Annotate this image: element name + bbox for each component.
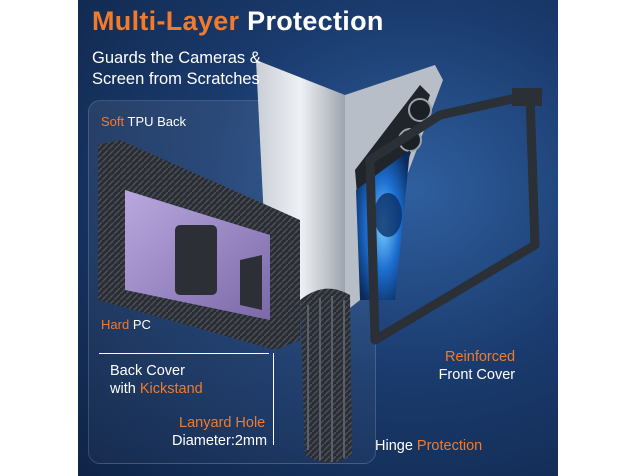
hinge-cover-illustration bbox=[300, 288, 352, 463]
headline-accent: Multi-Layer bbox=[92, 6, 240, 36]
subtitle-line1: Guards the Cameras & bbox=[92, 49, 261, 67]
label-lanyard-accent: Lanyard Hole bbox=[179, 415, 266, 431]
label-soft-accent: Soft bbox=[101, 114, 125, 129]
label-front-cover: Reinforced Front Cover bbox=[439, 348, 516, 384]
label-hard-accent: Hard bbox=[101, 317, 130, 332]
headline-rest: Protection bbox=[247, 6, 384, 36]
label-lanyard-hole: Lanyard Hole Diameter:2mm bbox=[172, 414, 267, 450]
label-back-cover: Back Cover with Kickstand bbox=[110, 362, 203, 398]
label-hard-pc: Hard PC bbox=[101, 316, 151, 333]
label-soft-rest: TPU Back bbox=[127, 114, 187, 129]
label-kickstand-prefix: with bbox=[110, 381, 136, 397]
subtitle: Guards the Cameras & Screen from Scratch… bbox=[92, 48, 261, 90]
label-hinge-protection: Hinge Protection bbox=[375, 437, 482, 455]
label-lanyard-rest: Diameter:2mm bbox=[172, 433, 268, 449]
label-front-rest: Front Cover bbox=[438, 367, 516, 383]
label-hinge-prefix: Hinge bbox=[375, 438, 413, 454]
headline: Multi-Layer Protection bbox=[92, 6, 384, 37]
label-back-cover-line2: with Kickstand bbox=[110, 380, 203, 398]
back-case-illustration bbox=[98, 140, 300, 350]
front-frame-illustration bbox=[365, 88, 542, 345]
subtitle-line2: Screen from Scratches bbox=[92, 70, 260, 88]
label-hinge-accent: Protection bbox=[416, 438, 483, 454]
label-hard-rest: PC bbox=[132, 317, 151, 332]
label-kickstand-accent: Kickstand bbox=[139, 381, 203, 397]
lanyard-pointer-line bbox=[273, 353, 274, 445]
label-front-accent: Reinforced bbox=[445, 349, 516, 365]
label-soft-tpu-back: Soft TPU Back bbox=[101, 113, 186, 130]
label-back-cover-line1: Back Cover bbox=[110, 363, 185, 379]
divider-line bbox=[99, 353, 269, 354]
